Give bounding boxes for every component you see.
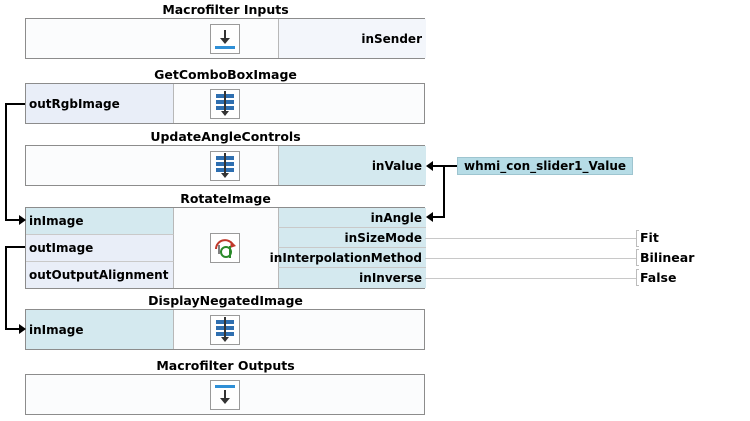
constant-line [425,258,636,259]
wire-outRgbImage-to-inImage [5,103,25,221]
port-inImage[interactable]: inImage [26,208,174,235]
filter-stack-icon [210,315,240,345]
constant-bracket [636,249,639,266]
constant-bracket [636,230,639,247]
rotate-image-icon [210,233,240,263]
port-inImage-display[interactable]: inImage [26,310,174,349]
port-inSender[interactable]: inSender [278,19,426,58]
get-combo-box-image-title: GetComboBoxImage [154,67,297,82]
port-inSizeMode[interactable]: inSizeMode [278,228,426,248]
rotate-image-block[interactable]: inImage outImage outOutputAlignment inAn… [25,207,426,289]
filter-stack-icon [210,89,240,119]
port-outRgbImage[interactable]: outRgbImage [26,84,174,123]
constant-bracket [636,269,639,286]
display-negated-image-block[interactable]: inImage [25,309,425,350]
get-combo-box-image-block[interactable]: outRgbImage [25,83,425,124]
constant-line [425,238,636,239]
port-outOutputAlignment[interactable]: outOutputAlignment [26,262,174,288]
constant-inInterpolationMethod[interactable]: Bilinear [640,250,695,265]
variable-whmi-con-slider1-value[interactable]: whmi_con_slider1_Value [457,157,633,175]
port-inAngle[interactable]: inAngle [278,208,426,228]
port-inValue[interactable]: inValue [278,146,426,185]
display-negated-image-title: DisplayNegatedImage [148,293,303,308]
wire-outImage-to-inImage [5,246,25,330]
wire-arrowhead [426,161,433,171]
wire-arrowhead [19,324,26,334]
wire-variable-to-inAngle [432,165,448,218]
arrow-down-into-bar-icon [210,24,240,54]
filter-stack-icon [210,151,240,181]
constant-inInverse[interactable]: False [640,270,677,285]
macrofilter-outputs-block[interactable] [25,374,425,415]
port-inInterpolationMethod[interactable]: inInterpolationMethod [270,248,426,268]
arrow-down-from-bar-icon [210,380,240,410]
constant-line [425,278,636,279]
wire-arrowhead [19,215,26,225]
constant-inSizeMode[interactable]: Fit [640,230,659,245]
rotate-image-title: RotateImage [180,191,271,206]
macrofilter-outputs-title: Macrofilter Outputs [156,358,295,373]
update-angle-controls-block[interactable]: inValue [25,145,426,186]
update-angle-controls-title: UpdateAngleControls [150,129,301,144]
port-inInverse[interactable]: inInverse [278,268,426,288]
wire-arrowhead [426,212,433,222]
macrofilter-inputs-title: Macrofilter Inputs [162,2,289,17]
port-outImage[interactable]: outImage [26,235,174,262]
macrofilter-inputs-block[interactable]: inSender [25,18,426,59]
